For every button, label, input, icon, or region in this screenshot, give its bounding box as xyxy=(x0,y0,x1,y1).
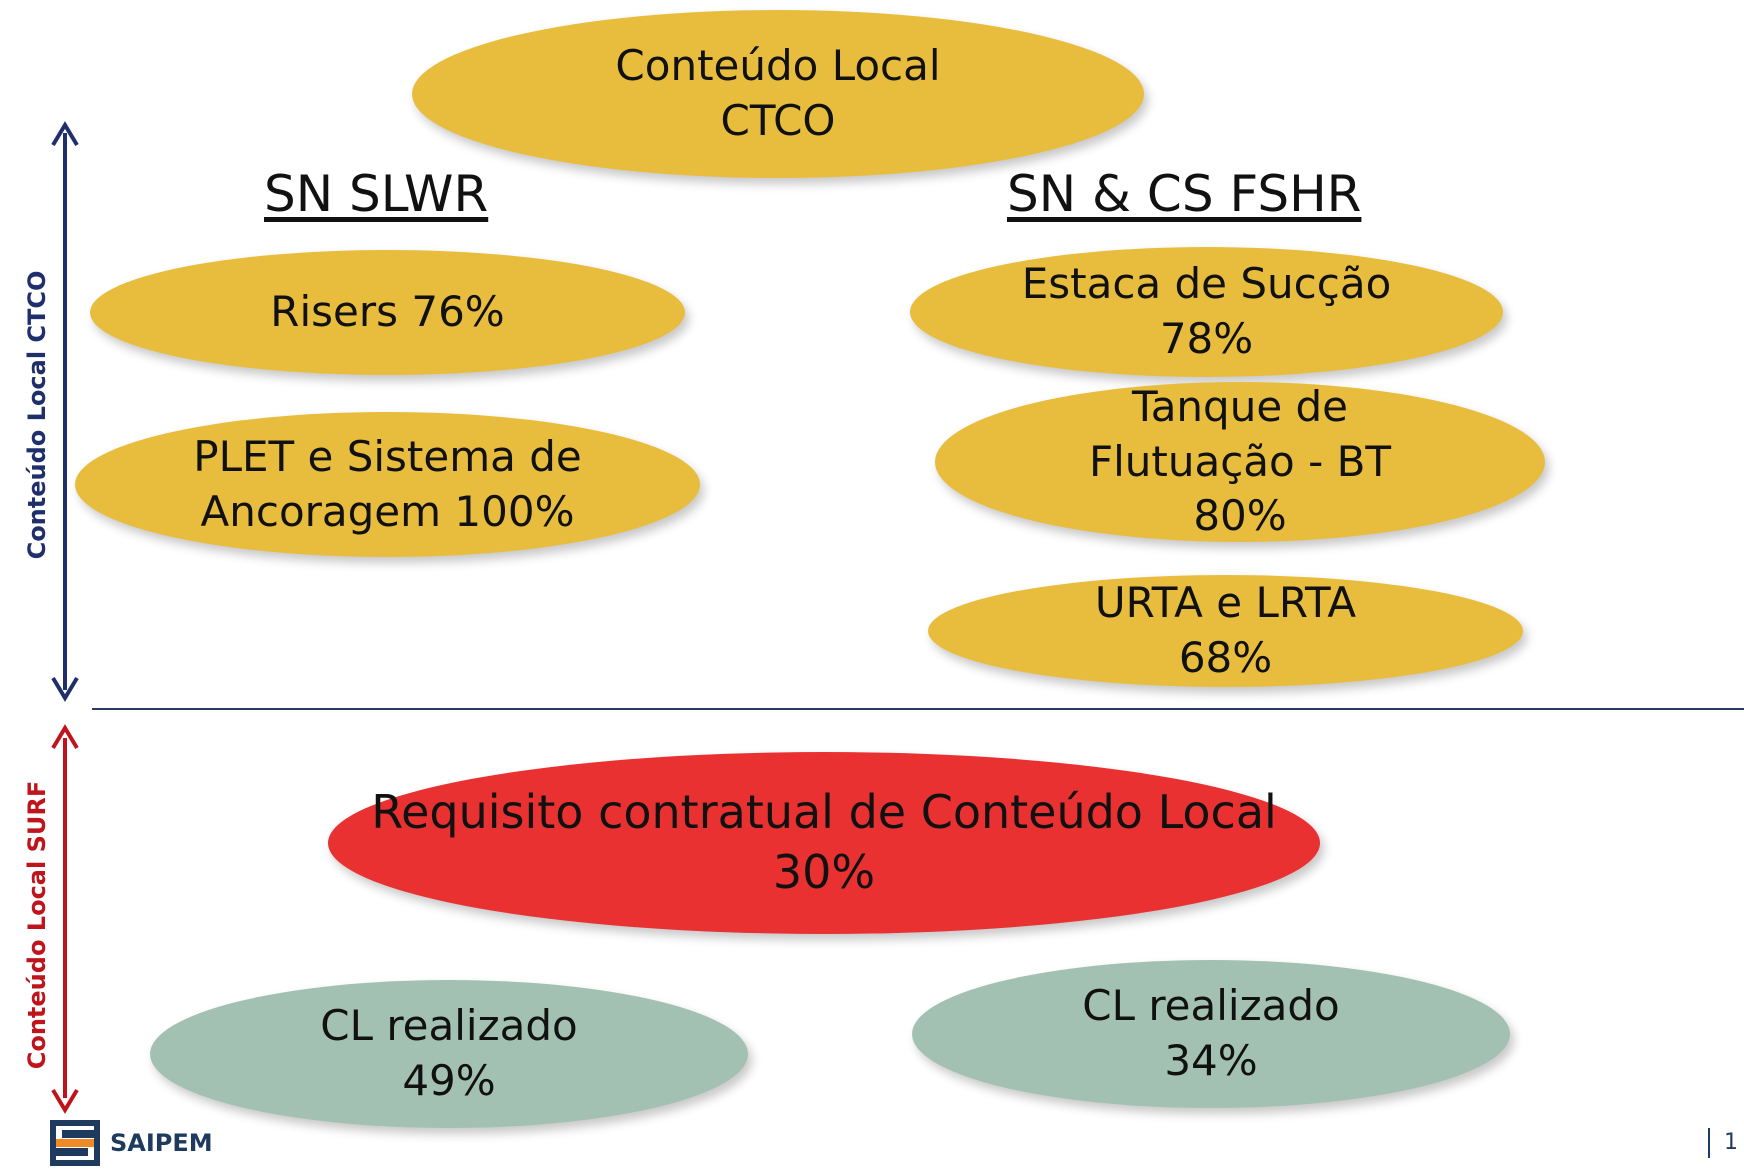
estaca-ellipse: Estaca de Sucção 78% xyxy=(910,247,1503,377)
saipem-logo: SAIPEM xyxy=(50,1120,213,1166)
cl-right-line2: 34% xyxy=(1164,1036,1258,1085)
axis-label-surf: Conteúdo Local SURF xyxy=(23,780,51,1070)
saipem-logo-text: SAIPEM xyxy=(110,1129,213,1157)
urta-ellipse: URTA e LRTA 68% xyxy=(928,575,1523,687)
plet-ellipse: PLET e Sistema de Ancoragem 100% xyxy=(75,412,700,557)
tanque-line3: 80% xyxy=(1193,491,1287,541)
tanque-line2: Flutuação - BT xyxy=(1088,436,1392,486)
plet-line1: PLET e Sistema de xyxy=(193,431,582,481)
cl-realizado-right-ellipse: CL realizado 34% xyxy=(912,960,1510,1108)
top-ellipse-line1: Conteúdo Local xyxy=(615,41,941,91)
heading-sn-slwr: SN SLWR xyxy=(264,165,489,223)
surf-arrow-head-up xyxy=(51,724,79,750)
plet-line2: Ancoragem 100% xyxy=(200,486,575,536)
ctco-arrow-head-up xyxy=(51,121,79,147)
requisito-ellipse: Requisito contratual de Conteúdo Local 3… xyxy=(328,752,1320,934)
requisito-line1: Requisito contratual de Conteúdo Local xyxy=(371,785,1277,840)
requisito-line2: 30% xyxy=(772,845,876,899)
heading-sn-cs-fshr: SN & CS FSHR xyxy=(1007,165,1362,223)
section-divider xyxy=(92,708,1744,710)
conteudo-local-ctco-ellipse: Conteúdo Local CTCO xyxy=(412,10,1144,178)
top-ellipse-line2: CTCO xyxy=(720,96,836,145)
tanque-ellipse: Tanque de Flutuação - BT 80% xyxy=(935,382,1545,542)
estaca-line1: Estaca de Sucção xyxy=(1021,259,1392,309)
axis-label-ctco: Conteúdo Local CTCO xyxy=(23,270,51,560)
saipem-logo-icon xyxy=(50,1120,100,1166)
risers-ellipse: Risers 76% xyxy=(90,250,685,375)
cl-left-line2: 49% xyxy=(402,1056,496,1105)
cl-realizado-left-ellipse: CL realizado 49% xyxy=(150,980,748,1128)
risers-label: Risers 76% xyxy=(270,287,505,337)
cl-right-line1: CL realizado xyxy=(1082,981,1340,1031)
tanque-line1: Tanque de xyxy=(1131,382,1349,432)
page-number: 1 xyxy=(1708,1128,1738,1158)
estaca-line2: 78% xyxy=(1159,314,1254,363)
cl-left-line1: CL realizado xyxy=(320,1001,578,1051)
urta-line1: URTA e LRTA xyxy=(1094,578,1357,628)
surf-arrow-head-down xyxy=(51,1088,79,1114)
urta-line2: 68% xyxy=(1178,633,1273,682)
ctco-arrow-head-down xyxy=(51,676,79,702)
